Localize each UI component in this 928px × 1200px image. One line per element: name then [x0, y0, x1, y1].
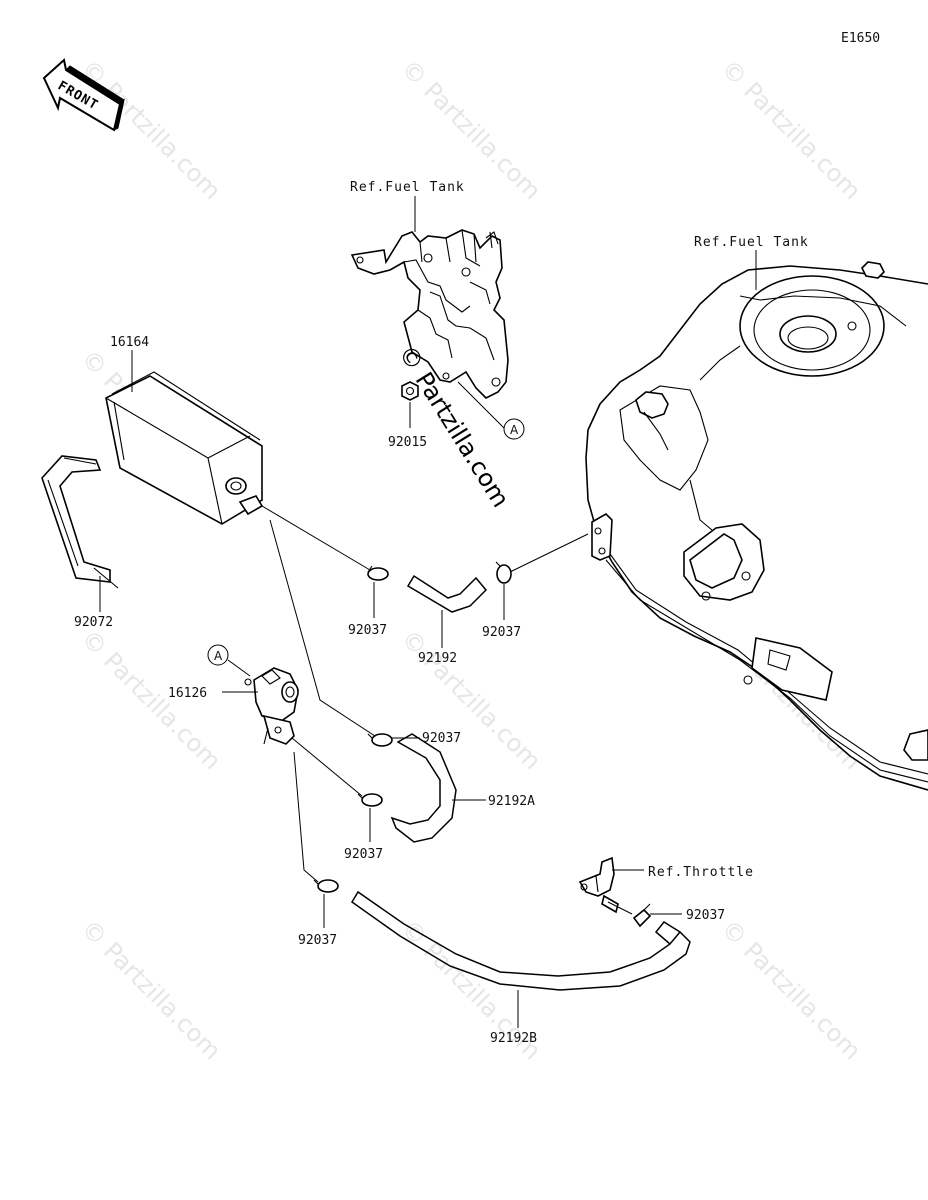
routing-line: [261, 505, 371, 571]
callout-tag-label: A: [214, 649, 223, 663]
callout-tag-a: [503, 418, 525, 440]
part-number-92037: 92037: [348, 623, 387, 638]
callout-tag-label: A: [510, 423, 519, 437]
fuel-tank-bracket: [350, 229, 509, 399]
part-number-92037: 92037: [344, 847, 383, 862]
routing-line: [607, 901, 633, 915]
hose-92192b: [350, 890, 691, 991]
solenoid-valve: [244, 667, 299, 745]
watermark: © Partzilla.com: [716, 914, 867, 1065]
watermark: © Partzilla.com: [76, 54, 227, 205]
part-number-92037: 92037: [298, 933, 337, 948]
hose-clamp: [367, 733, 393, 747]
hose-clamp: [495, 561, 512, 584]
part-number-92037: 92037: [686, 908, 725, 923]
routing-line: [509, 533, 589, 573]
callout-tag-a: [207, 644, 229, 666]
part-number-92072: 92072: [74, 615, 113, 630]
part-number-92037: 92037: [422, 731, 461, 746]
watermark: © Partzilla.com: [76, 914, 227, 1065]
fuel-tank: [585, 261, 928, 791]
part-number-92192a: 92192A: [488, 794, 535, 809]
hose-clamp: [313, 879, 339, 893]
bracket-nut: [401, 381, 419, 401]
watermark: © Partzilla.com: [396, 624, 547, 775]
diagram-code: E1650: [841, 31, 880, 46]
routing-line: [269, 519, 379, 739]
leader-line: [457, 381, 505, 429]
leader-line: [227, 659, 251, 677]
ref-fuel-tank: Ref.Fuel Tank: [694, 235, 809, 250]
hose-clamp: [367, 565, 389, 581]
hose-clamp: [632, 903, 652, 928]
routing-line: [293, 751, 319, 883]
part-number-16126: 16126: [168, 686, 207, 701]
canister-strap: [41, 455, 119, 589]
routing-line: [291, 737, 363, 797]
hose-clamp: [357, 793, 383, 807]
throttle-fitting: [578, 856, 619, 914]
part-number-92037: 92037: [482, 625, 521, 640]
part-number-92192: 92192: [418, 651, 457, 666]
watermark: © Partzilla.com: [716, 54, 867, 205]
ref-fuel-tank-bracket: Ref.Fuel Tank: [350, 180, 465, 195]
part-number-92192b: 92192B: [490, 1031, 537, 1046]
hose-92192: [406, 574, 488, 613]
ref-throttle: Ref.Throttle: [648, 865, 754, 880]
part-number-16164: 16164: [110, 335, 149, 350]
hose-92192a: [390, 733, 457, 843]
front-arrow-icon: FRONT: [42, 58, 125, 132]
part-number-92015: 92015: [388, 435, 427, 450]
canister: [105, 371, 264, 525]
